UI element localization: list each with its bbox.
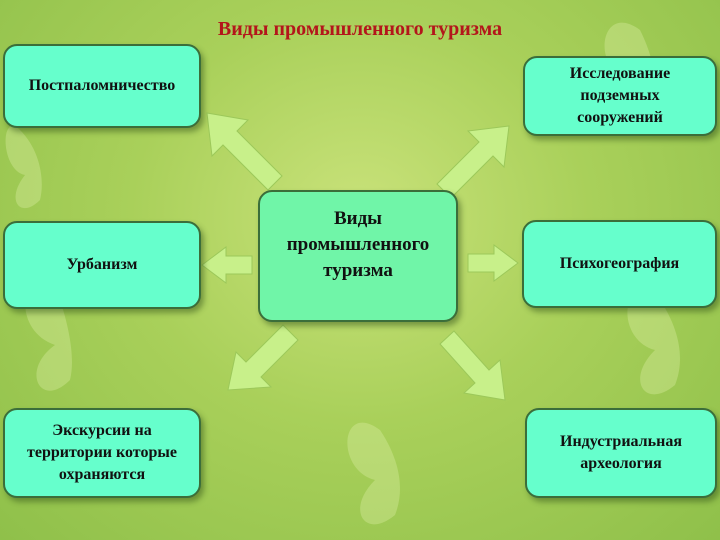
arrow-mid-right <box>467 244 519 282</box>
node-underground-research: Исследование подземных сооружений <box>523 56 717 136</box>
node-industrial-archaeology: Индустриальная археология <box>525 408 717 498</box>
arrow-bottom-right <box>439 330 506 401</box>
node-protected-excursions: Экскурсии на территории которые охраняют… <box>3 408 201 498</box>
node-postpilgrimage: Постпаломничество <box>3 44 201 128</box>
page-title: Виды промышленного туризма <box>217 18 503 40</box>
center-node: Виды промышленного туризма <box>258 190 458 322</box>
arrow-bottom-left <box>227 324 299 391</box>
node-psychogeography: Психогеография <box>522 220 717 308</box>
arrow-top-right <box>436 125 510 199</box>
node-urbanism: Урбанизм <box>3 221 201 309</box>
arrow-mid-left <box>201 246 253 284</box>
arrow-top-left <box>206 112 283 191</box>
